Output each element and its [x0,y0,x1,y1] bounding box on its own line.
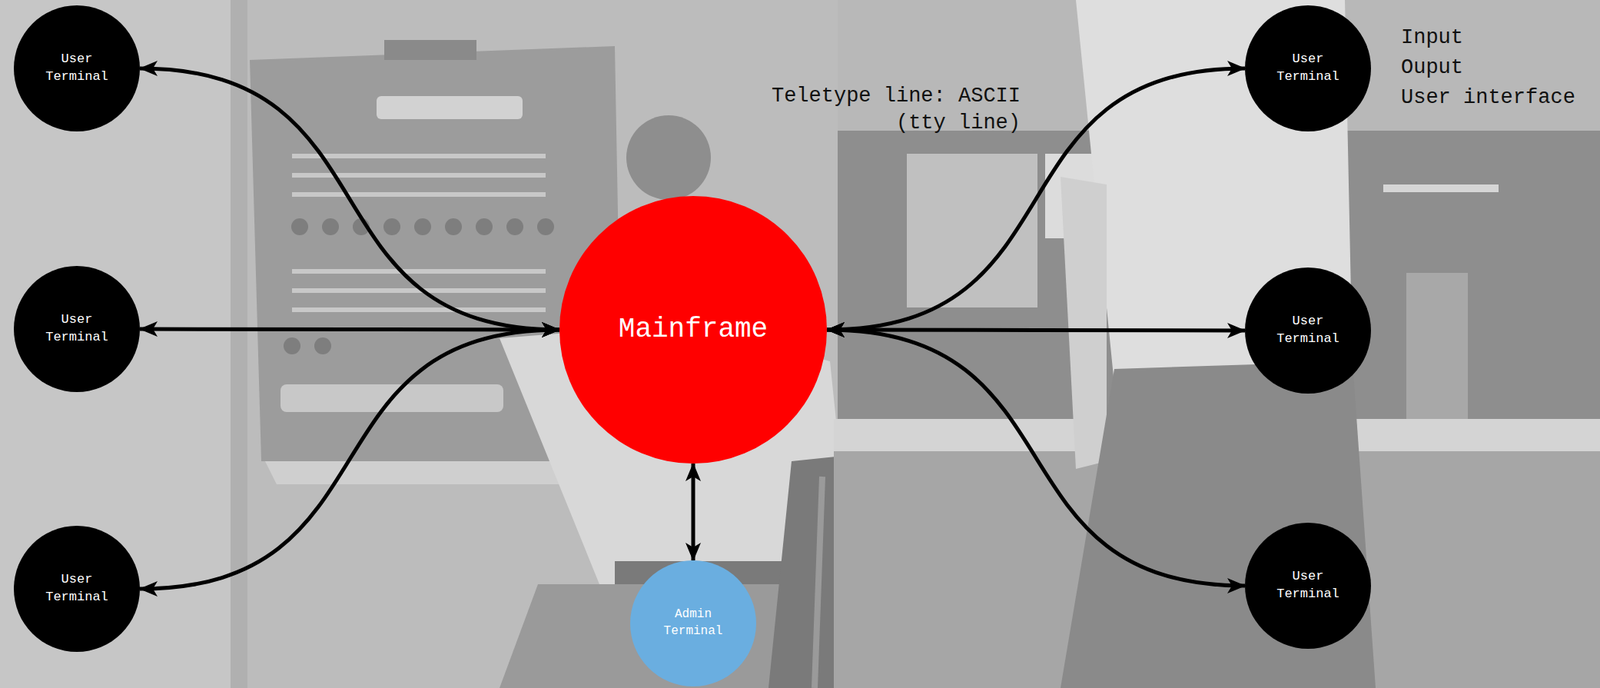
node-text: User Terminal [1265,50,1351,87]
node-text: User Terminal [34,311,120,347]
node-text: User Terminal [1265,567,1351,604]
terminal-circle: User Terminal [1244,267,1371,394]
tty-line [139,68,560,330]
terminal-circle: User Terminal [13,265,140,392]
node-text: User Terminal [34,570,120,607]
tty-line [826,329,1245,331]
admin-terminal-circle: Admin Terminal [630,560,757,687]
tty-line [139,329,560,589]
node-text: Admin Terminal [650,606,736,640]
terminal-circle: User Terminal [13,525,140,652]
tty-line [139,328,560,330]
role-item: Ouput [1400,54,1594,82]
terminal-circle: User Terminal [13,5,140,132]
mainframe-circle: Mainframe [559,195,827,464]
node-text: Mainframe [618,311,768,349]
role-item: User interface [1400,84,1594,112]
terminal-circle: User Terminal [1244,522,1371,649]
role-item: Input [1400,24,1594,52]
tty-line [826,329,1245,586]
node-text: User Terminal [34,50,120,87]
line-note: Teletype line: ASCII (tty line) [759,82,1021,137]
node-text: User Terminal [1265,312,1351,349]
tty-line [691,463,696,561]
terminal-circle: User Terminal [1244,5,1371,132]
